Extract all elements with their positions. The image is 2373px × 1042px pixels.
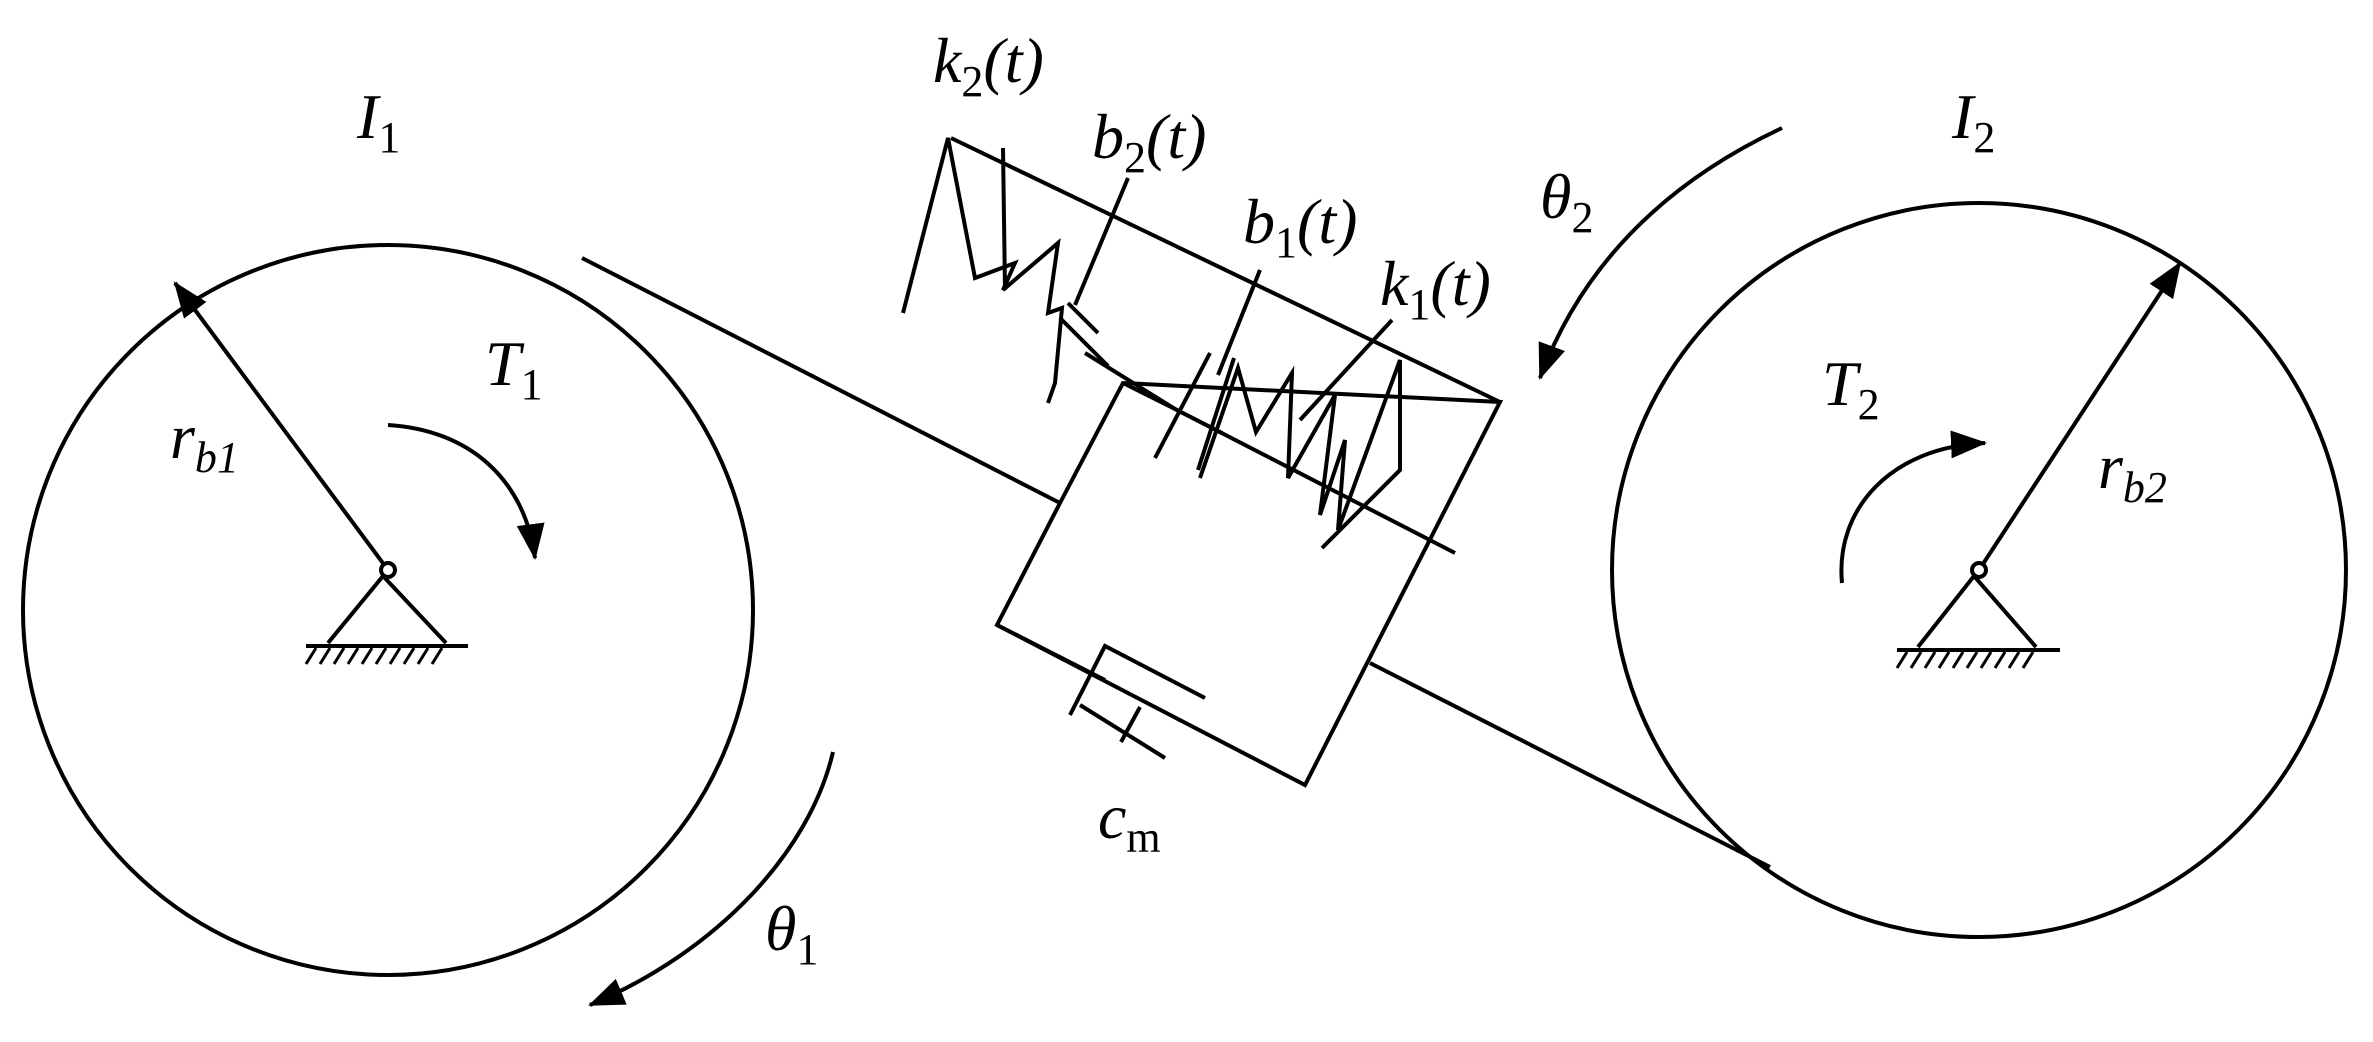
right-gear-circle <box>1610 201 2348 939</box>
leader-b2 <box>1073 177 1130 306</box>
rotation-theta2-arrow <box>1538 126 1783 380</box>
label-i2: I2 <box>1951 81 1995 162</box>
label-theta2: θ2 <box>1540 161 1593 242</box>
label-i1: I1 <box>356 81 400 162</box>
spring-k1 <box>1198 359 1402 550</box>
label-rb2: rb2 <box>2098 431 2167 512</box>
label-theta1: θ1 <box>765 893 818 974</box>
label-t1: T1 <box>485 328 543 409</box>
label-cm: cm <box>1098 781 1161 862</box>
line-of-action-upper <box>581 256 1061 505</box>
label-k1t: k1(t) <box>1380 248 1491 329</box>
right-pivot-support <box>1895 561 2060 669</box>
damper-b2 <box>1058 301 1177 411</box>
torque-t2-arrow <box>1839 430 1987 584</box>
damper-cm <box>996 623 1206 760</box>
label-t2: T2 <box>1822 348 1880 429</box>
upper-frame-top <box>950 136 1501 404</box>
label-b2t: b2(t) <box>1092 101 1206 182</box>
radius-rb2-arrow <box>1977 261 2182 572</box>
leader-b1 <box>1216 269 1262 376</box>
line-of-action-lower <box>1369 661 1771 869</box>
leader-k2 <box>1001 147 1007 291</box>
label-k2t: k2(t) <box>933 25 1044 106</box>
spring-k2 <box>901 137 1065 404</box>
label-b1t: b1(t) <box>1243 186 1357 267</box>
label-rb1: rb1 <box>170 401 239 482</box>
mesh-element-body <box>994 380 1504 788</box>
radius-rb1-arrow <box>173 281 390 572</box>
torque-t1-arrow <box>387 423 545 560</box>
rotation-theta1-arrow <box>588 751 835 1007</box>
left-gear-circle <box>21 243 755 977</box>
damper-b1 <box>1153 352 1236 471</box>
leader-k1 <box>1298 318 1394 422</box>
left-pivot-support <box>304 561 468 665</box>
